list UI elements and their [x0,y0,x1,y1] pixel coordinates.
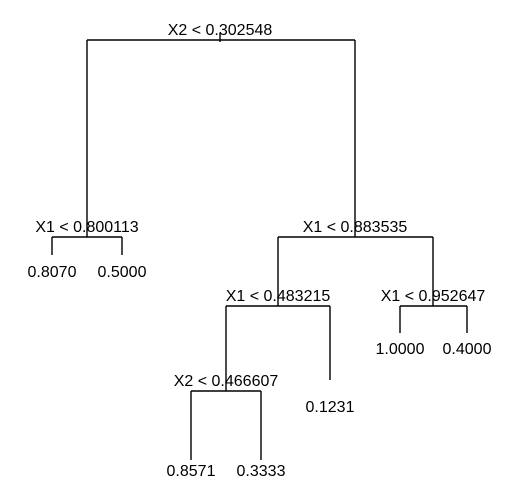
leaf-value: 0.8070 [28,264,77,281]
left-split-label: X1 < 0.800113 [35,219,138,236]
right-left-split-node: X1 < 0.483215 0.1231 [225,288,355,416]
right-split-label: X1 < 0.883535 [303,219,408,236]
leaf-value: 0.3333 [237,463,286,480]
right-right-split-label: X1 < 0.952647 [381,288,486,305]
left-split-node: X1 < 0.800113 0.8070 0.5000 [28,219,147,281]
leaf-value: 0.1231 [306,399,355,416]
root-split-label: X2 < 0.302548 [168,22,273,39]
right-split-node: X1 < 0.883535 [277,219,434,306]
deep-split-node: X2 < 0.466607 0.8571 0.3333 [167,373,286,480]
right-left-split-label: X1 < 0.483215 [226,288,331,305]
deep-split-label: X2 < 0.466607 [174,373,279,390]
leaf-value: 0.8571 [167,463,216,480]
leaf-value: 0.5000 [98,264,147,281]
leaf-value: 0.4000 [443,341,492,358]
right-right-split-node: X1 < 0.952647 1.0000 0.4000 [376,288,492,358]
leaf-value: 1.0000 [376,341,425,358]
root-node: X2 < 0.302548 [86,22,356,237]
